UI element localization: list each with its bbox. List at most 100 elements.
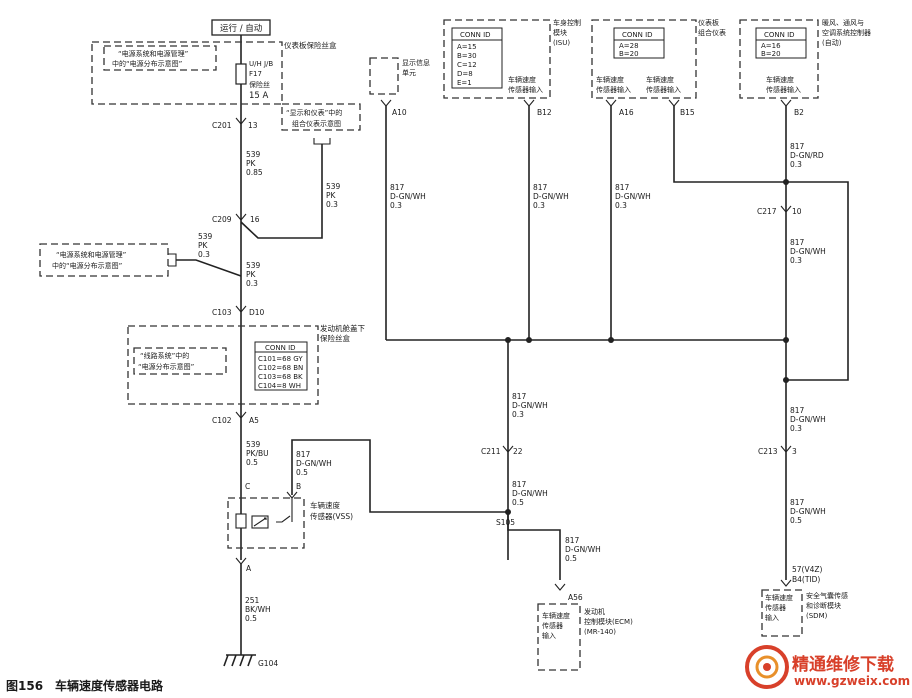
ipc-conn-b: B=20 [619,50,639,58]
ref-circuit-box [133,347,227,375]
c217-connector-icon [780,205,792,213]
hvac-conn-a: A=16 [761,42,781,50]
hvac-input-2: 传感器输入 [766,85,801,94]
hvac-pin: B2 [794,108,804,117]
c209-pin: 16 [250,215,260,224]
ipc-pin-a: A16 [619,108,634,117]
fuse-label-3: 保险丝 [249,80,270,89]
display-unit-box [369,57,399,95]
isu-conn-c: C=12 [457,61,477,69]
c102-pin: A5 [249,416,259,425]
ref-circuit-line2: “电源分布示意图” [138,362,194,371]
wire-539-085-color: PK [246,159,257,168]
hvac-pin-icon [780,99,792,107]
hvac-module-box [739,19,819,99]
ref-power-2-bracket [168,253,177,267]
wire-sdm-num: 817 [790,498,805,507]
wire-isu-num: 817 [533,183,548,192]
display-pin-icon [380,99,392,107]
ref-power-box-2 [39,243,169,277]
underhood-fuse-box-label2: 保险丝盒 [320,333,350,343]
wire-display-size: 0.3 [390,201,402,210]
c211-label: C211 [481,447,501,456]
isu-title-3: (ISU) [553,39,570,47]
ipc-input-a-2: 传感器输入 [596,85,631,94]
hvac-title-1: 暖风、通风与 [822,18,864,27]
ref-display-line2: 组合仪表示意图 [292,119,341,128]
wire-c217-size: 0.3 [790,256,802,265]
wire-539-03-color-c: PK [246,270,257,279]
wire-539-to-display [240,144,323,239]
splice-dot-ipc [608,337,614,343]
isu-title-2: 模块 [553,28,567,37]
wire-ecm-num: 817 [565,536,580,545]
c213-label: C213 [758,447,778,456]
ref-power-1-line2: 中的“电源分布示意图” [112,59,182,68]
isu-conn-b: B=30 [457,52,477,60]
isu-conn-title: CONN ID [460,31,491,39]
wire-539-085-size: 0.85 [246,168,263,177]
ecm-input-3: 输入 [542,631,556,640]
run-label: 运行 / 自动 [220,23,263,34]
ecm-pin: A56 [568,593,583,602]
isu-conn-d: D=8 [457,70,473,78]
underhood-conn-table [254,341,308,391]
c103-pin: D10 [249,308,265,317]
sdm-pin-2: B4(TID) [792,575,820,584]
splice-dot-hvac [783,337,789,343]
wire-sdm-size: 0.5 [790,516,802,525]
watermark-title: 精通维修下载 [792,655,894,675]
watermark-url: www.gzweix.com [794,674,911,688]
wire-display-color: D-GN/WH [390,192,426,201]
wire-sdm-color: D-GN/WH [790,507,826,516]
underhood-conn-c101: C101=68 GY [258,355,303,363]
fuse-label-4: 15 A [249,91,269,101]
c209-connector-icon [235,213,247,221]
ipc-conn-table [613,27,665,59]
wire-539-03-size-b: 0.3 [198,250,210,259]
c217-pin: 10 [792,207,802,216]
wire-ipc-b [673,106,849,381]
c213-pin: 3 [792,447,797,456]
hvac-input-1: 车辆速度 [766,75,794,84]
wire-539-03-num-c: 539 [246,261,261,270]
hvac-conn-title: CONN ID [764,31,795,39]
wire-ipc-size: 0.3 [615,201,627,210]
vss-pin-b: B [296,482,301,491]
c209-label: C209 [212,215,232,224]
ipc-title-1: 仪表板 [698,18,719,27]
wire-539-03-num-a: 539 [326,182,341,191]
isu-conn-table [451,27,503,89]
wire-c211-05-num: 817 [512,480,527,489]
fuse-label-2: F17 [249,70,262,78]
wire-539-03-size-c: 0.3 [246,279,258,288]
display-unit-line1: 显示信息 [402,58,430,67]
g104-label: G104 [258,659,278,668]
isu-input-2: 传感器输入 [508,85,543,94]
wire-c211-num: 817 [512,392,527,401]
s105-label: S105 [496,518,515,527]
vss-switch-icon [276,498,293,523]
isu-title-1: 车身控制 [553,18,581,27]
wire-539-03-color-a: PK [326,191,337,200]
sdm-pin-1: 57(V4Z) [792,565,823,574]
underhood-fuse-box [127,325,319,405]
splice-dot-c217 [783,179,789,185]
wire-817-vss-out [291,439,508,513]
ref-display-line1: “显示和仪表”中的 [286,108,342,117]
watermark-logo-icon [745,645,789,689]
sdm-title-1: 安全气囊传感 [806,591,848,600]
splice-dot-isu [526,337,532,343]
sdm-title-2: 和诊断模块 [806,601,841,610]
wire-isu-color: D-GN/WH [533,192,569,201]
sdm-module-box [761,589,803,637]
ref-power-2-line2: 中的“电源分布示意图” [52,261,122,270]
ipc-input-b-1: 车辆速度 [646,75,674,84]
figure-caption: 图156 车辆速度传感器电路 [6,679,164,693]
ipc-title-2: 组合仪表 [698,28,726,37]
fuse-symbol [235,63,247,85]
wire-hvac-rd-num: 817 [790,142,805,151]
c211-connector-icon [502,445,514,453]
wire-ipc-num: 817 [615,183,630,192]
c102-connector-icon [235,411,247,419]
